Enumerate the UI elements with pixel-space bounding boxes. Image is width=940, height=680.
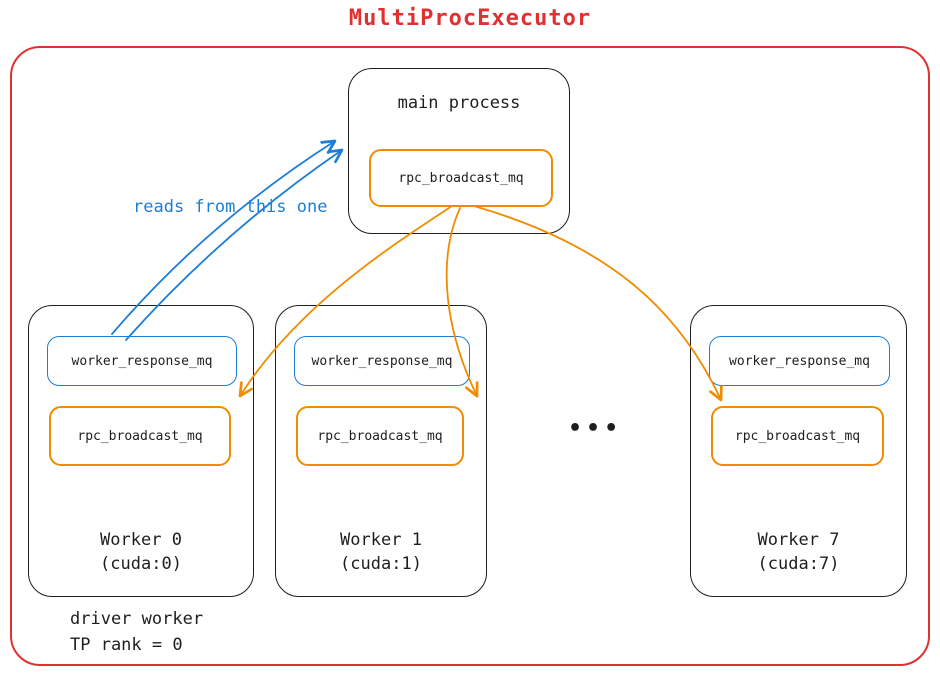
worker-1-name: Worker 1 — [340, 530, 422, 550]
driver-worker-note: driver worker TP rank = 0 — [70, 606, 203, 659]
worker-0-rpc-broadcast-mq-label: rpc_broadcast_mq — [77, 428, 203, 444]
worker-0-name: Worker 0 — [100, 530, 182, 550]
diagram-title: MultiProcExecutor — [348, 6, 592, 31]
driver-worker-note-line1: driver worker — [70, 609, 204, 629]
main-rpc-broadcast-mq-box: rpc_broadcast_mq — [369, 149, 553, 207]
driver-worker-note-line2: TP rank = 0 — [70, 635, 183, 656]
worker-7-box: worker_response_mq rpc_broadcast_mq Work… — [690, 305, 907, 597]
worker-0-response-mq-box: worker_response_mq — [47, 336, 237, 386]
worker-1-rpc-broadcast-mq-label: rpc_broadcast_mq — [317, 428, 443, 444]
main-rpc-broadcast-mq-label: rpc_broadcast_mq — [398, 170, 524, 186]
worker-7-name: Worker 7 — [757, 530, 840, 550]
worker-0-device: (cuda:0) — [100, 554, 182, 574]
worker-1-rpc-broadcast-mq-box: rpc_broadcast_mq — [296, 406, 464, 466]
executor-boundary-box — [10, 46, 930, 666]
reads-from-annotation: reads from this one — [133, 197, 328, 217]
worker-7-response-mq-label: worker_response_mq — [729, 353, 870, 369]
worker-7-device: (cuda:7) — [757, 554, 840, 574]
workers-ellipsis: ••• — [568, 416, 623, 441]
worker-0-response-mq-label: worker_response_mq — [71, 353, 213, 369]
worker-7-rpc-broadcast-mq-label: rpc_broadcast_mq — [734, 428, 861, 444]
worker-0-rpc-broadcast-mq-box: rpc_broadcast_mq — [49, 406, 231, 466]
main-process-box: main process rpc_broadcast_mq — [348, 68, 570, 234]
worker-7-rpc-broadcast-mq-box: rpc_broadcast_mq — [711, 406, 884, 466]
worker-1-device: (cuda:1) — [340, 554, 422, 574]
worker-7-response-mq-box: worker_response_mq — [709, 336, 890, 386]
worker-0-box: worker_response_mq rpc_broadcast_mq Work… — [28, 305, 254, 597]
worker-1-box: worker_response_mq rpc_broadcast_mq Work… — [275, 305, 487, 597]
worker-1-response-mq-box: worker_response_mq — [294, 336, 470, 386]
main-process-label: main process — [397, 93, 521, 113]
worker-1-response-mq-label: worker_response_mq — [311, 353, 453, 369]
